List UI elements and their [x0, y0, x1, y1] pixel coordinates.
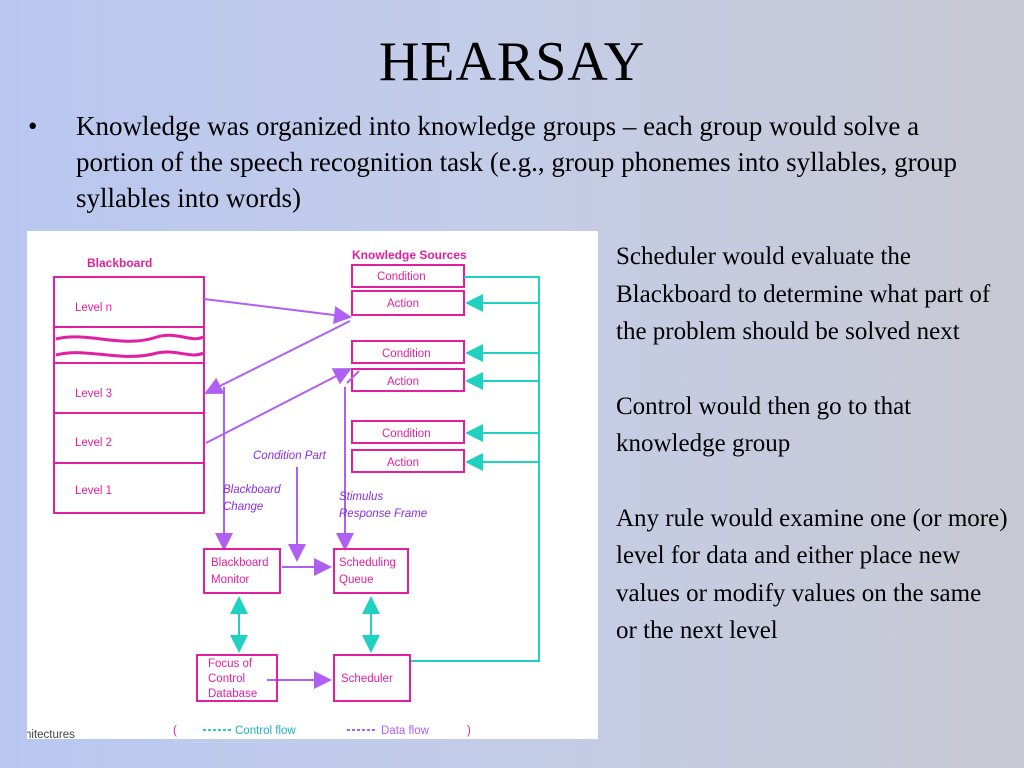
control-boxes [196, 548, 411, 702]
truncated-caption: hitectures [27, 729, 75, 739]
ks3-condition: Condition [382, 428, 431, 440]
focus-db-2: Control [208, 673, 245, 685]
blackboard-change-label-2: Change [223, 501, 263, 513]
control-flow-arrows [230, 276, 540, 662]
slide-title: HEARSAY [378, 31, 646, 93]
level-1-label: Level 1 [75, 485, 112, 497]
bullet-symbol: • [28, 111, 38, 141]
ks1-action: Action [387, 298, 419, 310]
level-2-label: Level 2 [75, 437, 112, 449]
scheduling-queue-1: Scheduling [339, 557, 396, 569]
bb-monitor-1: Blackboard [211, 557, 269, 569]
note-rule: Any rule would examine one (or more) lev… [616, 504, 1008, 645]
stimulus-label-1: Stimulus [339, 491, 383, 503]
hearsay-architecture-diagram: Blackboard Level n Level 3 Level 2 Level… [27, 231, 598, 739]
blackboard-change-label-1: Blackboard [223, 484, 281, 496]
data-flow-arrows [203, 298, 360, 689]
ks-boxes [351, 264, 465, 473]
scheduling-queue-2: Queue [339, 574, 374, 586]
ks2-action: Action [387, 376, 419, 388]
ks2-condition: Condition [382, 348, 431, 360]
legend-close-paren: ) [467, 725, 471, 737]
knowledge-sources-title: Knowledge Sources [352, 248, 467, 262]
bullet-text: Knowledge was organized into knowledge g… [76, 111, 958, 213]
level-n-label: Level n [75, 302, 112, 314]
focus-db-1: Focus of [208, 658, 253, 670]
level-3-label: Level 3 [75, 388, 112, 400]
stimulus-label-2: Response Frame [339, 508, 427, 520]
bb-monitor-2: Monitor [211, 574, 250, 586]
focus-db-3: Database [208, 688, 257, 700]
legend-data-label: Data flow [381, 725, 430, 737]
side-notes: Scheduler would evaluate the Blackboard … [616, 238, 1008, 687]
blackboard-stack [53, 276, 205, 514]
note-scheduler: Scheduler would evaluate the Blackboard … [616, 243, 991, 345]
blackboard-title: Blackboard [87, 256, 152, 270]
legend-open-paren: ( [173, 725, 177, 737]
note-control: Control would then go to that knowledge … [616, 392, 912, 458]
ks3-action: Action [387, 457, 419, 469]
condition-part-label: Condition Part [253, 450, 327, 462]
legend-control-label: Control flow [235, 725, 296, 737]
scheduler-label: Scheduler [341, 673, 393, 685]
ks1-condition: Condition [377, 271, 426, 283]
